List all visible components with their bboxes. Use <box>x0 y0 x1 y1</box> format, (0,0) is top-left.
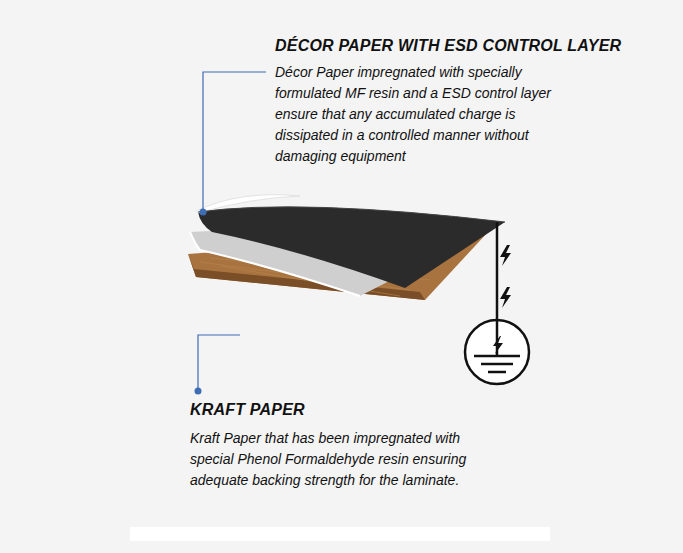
lightning-icon <box>500 245 511 308</box>
leader-line <box>198 72 266 391</box>
ground-symbol <box>465 222 529 384</box>
callout-text: Kraft Paper that has been impregnated wi… <box>190 428 490 491</box>
leader-dot <box>195 209 207 395</box>
bottom-strip <box>130 527 550 541</box>
callout-text: Décor Paper impregnated with specially f… <box>275 62 575 167</box>
decor-sheet <box>196 195 505 288</box>
callout-heading: KRAFT PAPER <box>190 400 590 420</box>
callout-heading: DÉCOR PAPER WITH ESD CONTROL LAYER <box>275 36 675 56</box>
